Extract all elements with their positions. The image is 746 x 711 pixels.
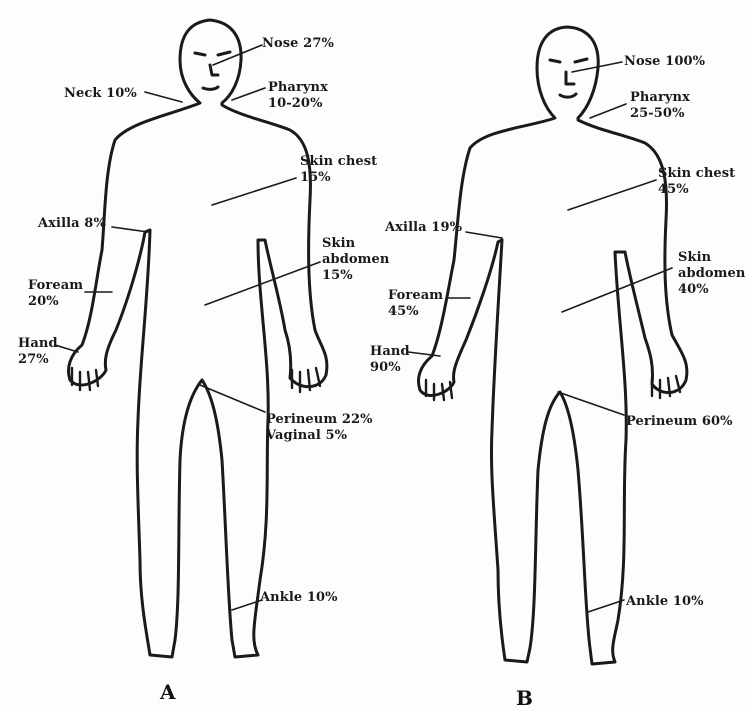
label-b-perineum: Perineum 60% (626, 414, 733, 430)
label-b-forearm: Foream 45% (388, 288, 443, 320)
label-a-pharynx: Pharynx 10-20% (268, 80, 328, 112)
label-b-pharynx: Pharynx 25-50% (630, 90, 690, 122)
label-a-skin-chest: Skin chest 15% (300, 154, 377, 186)
figure-b-body-outline (419, 27, 687, 664)
figure-b-letter: B (516, 686, 533, 710)
label-a-forearm: Foream 20% (28, 278, 83, 310)
label-b-skin-chest: Skin chest 45% (658, 166, 735, 198)
figure-a-body-outline (69, 20, 327, 657)
label-b-skin-abdomen: Skin abdomen 40% (678, 250, 745, 298)
label-a-neck: Neck 10% (64, 86, 137, 102)
label-a-hand: Hand 27% (18, 336, 58, 368)
label-a-nose: Nose 27% (262, 36, 334, 52)
label-b-hand: Hand 90% (370, 344, 410, 376)
figure-a-letter: A (160, 680, 176, 704)
label-a-axilla: Axilla 8% (38, 216, 106, 232)
label-b-ankle: Ankle 10% (626, 594, 704, 610)
label-a-perineum: Perineum 22% Vaginal 5% (266, 412, 373, 444)
label-a-ankle: Ankle 10% (260, 590, 338, 606)
label-b-axilla: Axilla 19% (385, 220, 462, 236)
label-a-skin-abdomen: Skin abdomen 15% (322, 236, 389, 284)
label-b-nose: Nose 100% (624, 54, 705, 70)
